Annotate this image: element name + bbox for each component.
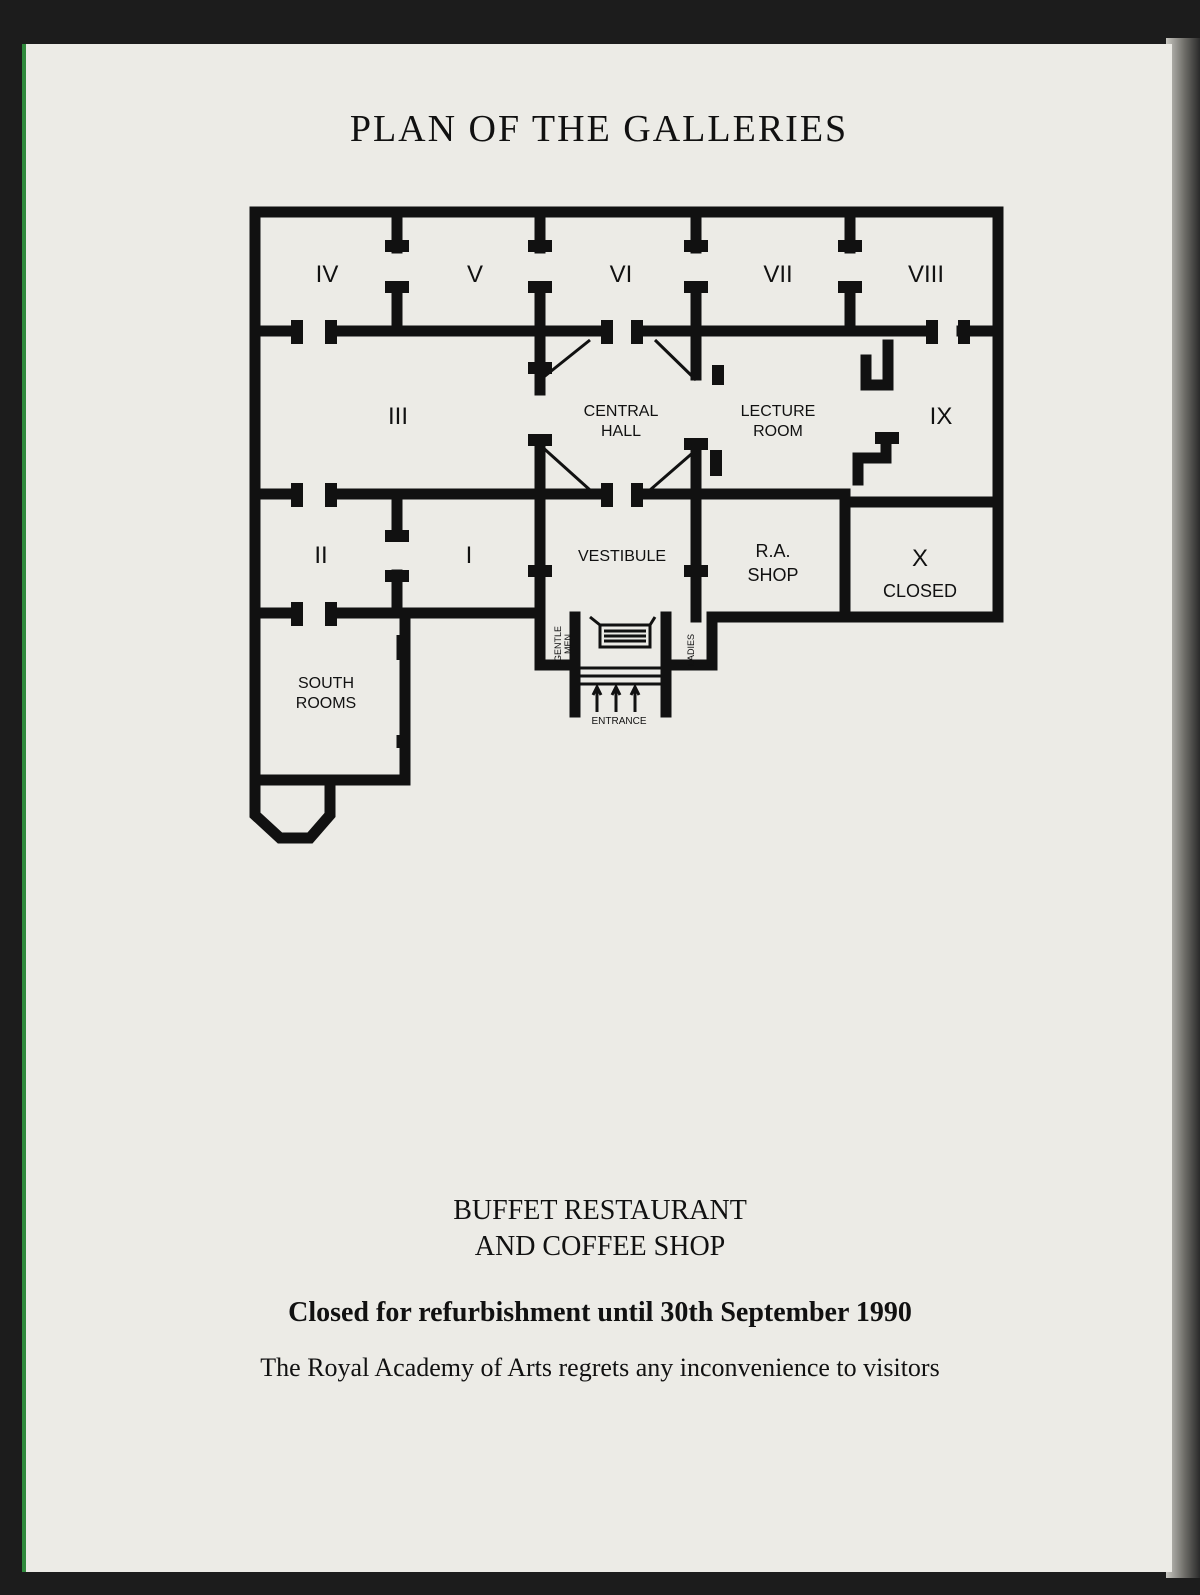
vestibule-corner-l (589, 615, 601, 627)
entrance-arrow (629, 683, 641, 712)
door-post (601, 483, 613, 507)
entrance-desk (598, 623, 652, 649)
door-post (601, 320, 613, 344)
door-post (325, 602, 337, 626)
door-post (926, 320, 938, 344)
wall-lecture-pillar-top (860, 339, 894, 391)
door-post (684, 240, 708, 252)
door-post (291, 483, 303, 507)
wall-lecture-pillar-bot (852, 434, 892, 486)
lecture-room-label-2: ROOM (753, 423, 803, 440)
room-x-closed-label: CLOSED (883, 581, 957, 601)
booklet-page: PLAN OF THE GALLERIES (22, 44, 1172, 1572)
room-x-label: X (912, 545, 928, 572)
entrance-arrow (610, 683, 622, 712)
vestibule-corner-r (648, 616, 657, 626)
room-vi-label: VI (610, 261, 633, 288)
door-post (712, 365, 724, 385)
door-post (528, 240, 552, 252)
room-iv-label: IV (316, 261, 339, 288)
room-i-label: I (466, 542, 473, 569)
vestibule-label: VESTIBULE (578, 548, 666, 565)
door-post (528, 565, 552, 577)
hall-corner-se (649, 448, 697, 492)
hall-corner-nw (653, 338, 698, 382)
regret-notice: The Royal Academy of Arts regrets any in… (260, 1353, 940, 1382)
door-post (958, 320, 970, 344)
gentlemen-label-1: GENTLE (553, 626, 563, 662)
door-post (528, 434, 552, 446)
wall-gentle-right (534, 607, 581, 671)
door-post (684, 281, 708, 293)
ladies-label: LADIES (686, 634, 696, 666)
door-post (684, 565, 708, 577)
entrance-desk-lines (604, 629, 646, 643)
door-post (631, 320, 643, 344)
door-post (325, 483, 337, 507)
ra-shop-label-1: R.A. (755, 541, 790, 561)
buffet-heading-line1: BUFFET RESTAURANT (453, 1195, 747, 1226)
door-post (528, 281, 552, 293)
gentlemen-label-2: MEN (563, 634, 573, 654)
door-post (385, 240, 409, 252)
door-post (291, 320, 303, 344)
outer-wall (249, 206, 1004, 623)
buffet-heading-line2: AND COFFEE SHOP (474, 1231, 726, 1262)
room-iii-label: III (388, 403, 408, 430)
door-post (325, 320, 337, 344)
room-ix-label: IX (930, 403, 953, 430)
room-v-label: V (467, 261, 483, 288)
room-vii-label: VII (763, 261, 792, 288)
page-title: PLAN OF THE GALLERIES (349, 108, 849, 150)
door-post (291, 602, 303, 626)
entrance-arrow (591, 683, 603, 712)
door-post (385, 570, 409, 582)
ra-shop-label-2: SHOP (747, 565, 798, 585)
room-viii-label: VIII (908, 261, 944, 288)
door-post (684, 438, 708, 450)
south-door-mark (396, 635, 405, 660)
south-rooms-label-2: ROOMS (296, 695, 356, 712)
closure-notice: Closed for refurbishment until 30th Sept… (288, 1297, 912, 1328)
south-rooms-label-1: SOUTH (298, 675, 354, 692)
door-post (838, 281, 862, 293)
door-post (631, 483, 643, 507)
door-post (710, 450, 722, 476)
hall-corner-sw (538, 443, 592, 492)
door-post (385, 281, 409, 293)
lecture-room-label-1: LECTURE (741, 403, 816, 420)
door-post (528, 362, 552, 374)
central-hall-label-1: CENTRAL (584, 403, 659, 420)
door-post (838, 240, 862, 252)
entrance-stair-lines (580, 666, 662, 686)
door-post (875, 432, 899, 444)
door-post (385, 530, 409, 542)
wall-south-tail (249, 774, 336, 844)
central-hall-label-2: HALL (601, 423, 641, 440)
hall-corner-ne (539, 338, 591, 382)
entrance-label: ENTRANCE (591, 716, 646, 727)
south-door-mark (396, 735, 405, 748)
room-ii-label: II (314, 542, 327, 569)
wall-ladies-left (660, 611, 718, 671)
